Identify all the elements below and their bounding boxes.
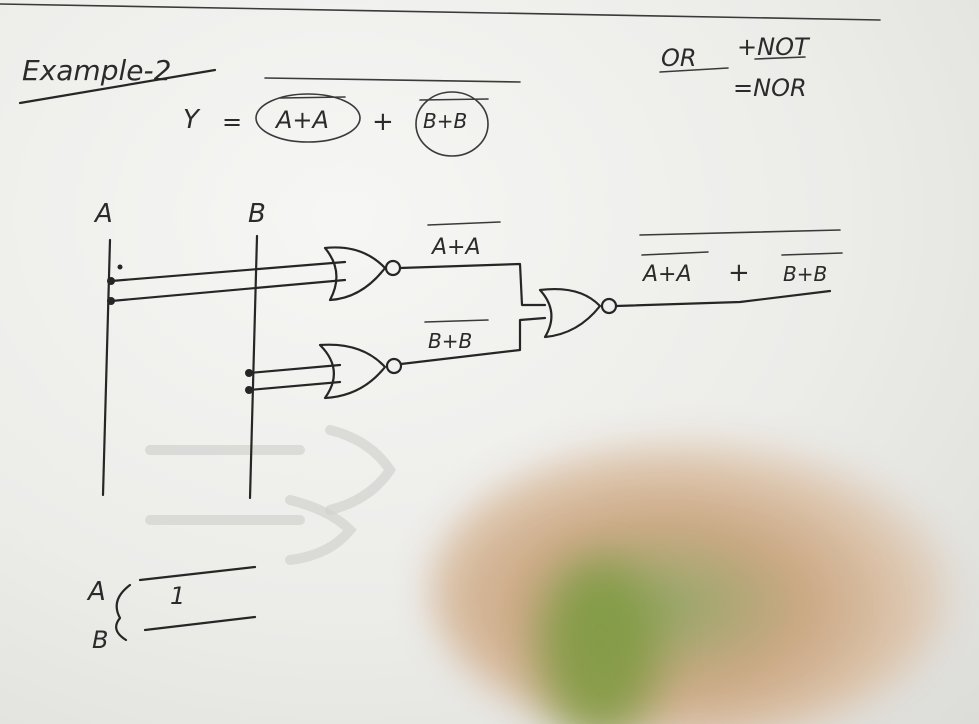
note-nor: =NOR	[733, 74, 807, 102]
wire-a-to-gate1-in2	[109, 278, 347, 303]
term1-circle	[255, 93, 361, 143]
wire-gate1-out	[398, 262, 547, 307]
gate2-output-label: B+B	[428, 329, 472, 353]
erased-gate-ghost	[325, 425, 397, 515]
nor-gate-bottom-bubble	[385, 357, 403, 375]
term2-overbar	[419, 98, 489, 101]
note-or-underline	[659, 67, 729, 73]
final-output-overbar	[639, 229, 841, 236]
note-or: OR	[661, 44, 697, 72]
final-output-term2: B+B	[783, 262, 827, 286]
title-underline	[18, 68, 217, 105]
junction-dot-a3	[117, 264, 123, 270]
equation-equals: =	[222, 108, 242, 136]
erased-gate-ghost-2	[285, 495, 357, 565]
wire-a-to-gate1-in1	[109, 260, 347, 283]
equation-lhs: Y	[183, 105, 201, 135]
erased-line-ghost	[145, 445, 305, 525]
equation-term1: A+A	[274, 106, 329, 134]
wire-b-to-gate2-in1	[247, 363, 342, 375]
wire-b-to-gate2-in2	[247, 380, 342, 392]
nor-gate-final-bubble	[600, 297, 618, 315]
wire-gate2-out	[399, 316, 547, 366]
note-not: +NOT	[737, 33, 811, 61]
blurred-pen-overlay	[540, 560, 660, 724]
table-label-a: A	[86, 577, 106, 607]
nor-gate-top	[323, 246, 387, 302]
nor-gate-final	[538, 287, 602, 339]
equation-term2: B+B	[423, 109, 467, 133]
nor-gate-bottom	[318, 343, 387, 400]
table-row-line-1	[138, 565, 257, 582]
gate1-output-overbar	[427, 221, 501, 226]
term2-circle	[415, 91, 489, 157]
input-label-b: B	[248, 199, 266, 229]
note-not-underline	[754, 56, 806, 60]
input-label-a: A	[93, 199, 113, 229]
table-row-line-2	[143, 615, 257, 632]
equation-overbar	[264, 77, 521, 83]
final-term1-overbar	[641, 251, 709, 256]
gate1-output-label: A+A	[430, 235, 481, 260]
final-output-term1: A+A	[641, 262, 692, 287]
wire-final-out	[614, 289, 832, 308]
paper-top-edge	[0, 3, 881, 21]
table-label-b: B	[92, 626, 108, 654]
table-brace	[115, 583, 132, 642]
final-output-plus: +	[728, 258, 750, 288]
input-line-b	[248, 234, 259, 500]
blurred-hand-overlay	[430, 440, 950, 724]
equation-plus: +	[372, 107, 394, 137]
gate2-output-overbar	[424, 319, 489, 323]
final-term2-overbar	[781, 252, 843, 256]
table-value: 1	[170, 582, 185, 610]
nor-gate-top-bubble	[384, 259, 402, 277]
term1-overbar	[279, 96, 346, 99]
